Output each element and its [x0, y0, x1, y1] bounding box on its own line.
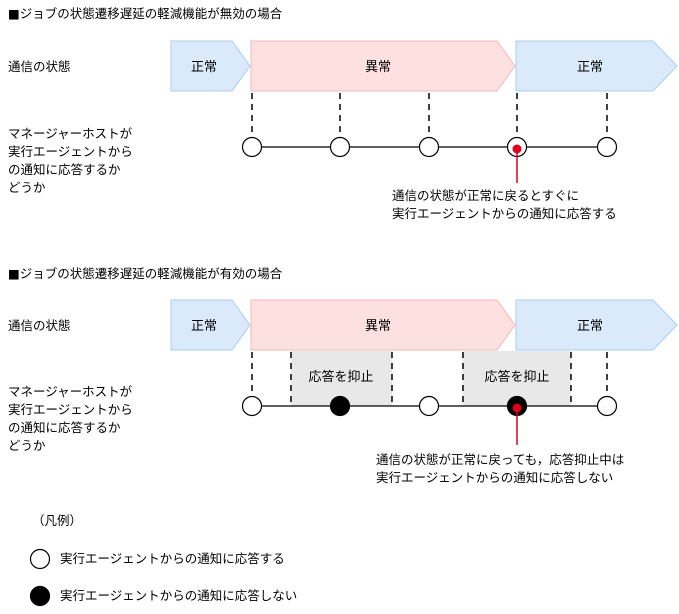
section1-annotation-line: 通信の状態が正常に戻るとすぐに	[392, 188, 580, 203]
section2-suppress-label-2: 応答を抑止	[484, 369, 549, 385]
section2-no-response-point	[329, 395, 351, 417]
section1-points	[241, 136, 618, 158]
legend-responds-symbol	[29, 548, 51, 570]
section1-arrow-normal-2-label: 正常	[577, 60, 603, 75]
section2-dashed-guides	[251, 352, 608, 404]
section2-annotation-line: 通信の状態が正常に戻っても，応答抑止中は	[376, 452, 625, 467]
legend-no-response-label: 実行エージェントからの通知に応答しない	[60, 588, 298, 603]
section1-row-label-line: どうか	[8, 180, 46, 195]
section2-suppress-label-1: 応答を抑止	[308, 369, 373, 385]
section2-row-label-line: どうか	[8, 438, 46, 453]
section1-arrow-normal-1-label: 正常	[191, 60, 217, 75]
section2-arrow-normal-2-label: 正常	[577, 319, 603, 334]
section2-marker-dot	[512, 403, 522, 413]
section1-arrow-abnormal-label: 異常	[365, 60, 391, 75]
section1-arrows: 正常 異常 正常	[170, 40, 678, 92]
section2-arrows: 正常 異常 正常	[170, 299, 678, 351]
section1-annotation-line: 実行エージェントからの通知に応答する	[392, 206, 617, 221]
section2-row-label-line: の通知に応答するか	[8, 420, 121, 435]
section2-response-point	[418, 395, 440, 417]
legend-no-response-symbol	[29, 585, 51, 607]
section2-row-label-line: マネージャーホストが	[8, 384, 133, 399]
section2-arrow-normal-1	[170, 299, 251, 351]
section1-heading: ■ジョブの状態遷移遅延の軽減機能が無効の場合	[8, 6, 283, 21]
section1-response-point	[418, 136, 440, 158]
section2-row-label-line: 実行エージェントから	[8, 402, 133, 417]
section1-state-label: 通信の状態	[8, 59, 71, 74]
section2-arrow-normal-2	[515, 299, 678, 351]
section2-response-point	[596, 395, 618, 417]
section1-row-label-line: 実行エージェントから	[8, 144, 133, 159]
section2-response-point	[241, 395, 263, 417]
section2-state-label: 通信の状態	[8, 318, 71, 333]
legend-title: （凡例）	[32, 513, 83, 528]
section1-response-point	[241, 136, 263, 158]
section1-arrow-abnormal	[250, 40, 516, 92]
section2-arrow-normal-1-label: 正常	[191, 319, 217, 334]
section1-dashed-guides	[251, 93, 608, 137]
legend-responds-label: 実行エージェントからの通知に応答する	[60, 551, 285, 566]
section1-response-point	[596, 136, 618, 158]
section2-arrow-abnormal	[250, 299, 516, 351]
section1-response-point	[329, 136, 351, 158]
section1-row-label-line: マネージャーホストが	[8, 126, 133, 141]
section2-arrow-abnormal-label: 異常	[365, 319, 391, 334]
section2-annotation-line: 実行エージェントからの通知に応答しない	[376, 470, 614, 485]
section1-arrow-normal-1	[170, 40, 251, 92]
section1-marker-dot	[512, 144, 522, 154]
section1-arrow-normal-2	[515, 40, 678, 92]
section2-points	[241, 395, 618, 417]
section1-row-label-line: の通知に応答するか	[8, 162, 121, 177]
section2-heading: ■ジョブの状態遷移遅延の軽減機能が有効の場合	[8, 266, 283, 281]
